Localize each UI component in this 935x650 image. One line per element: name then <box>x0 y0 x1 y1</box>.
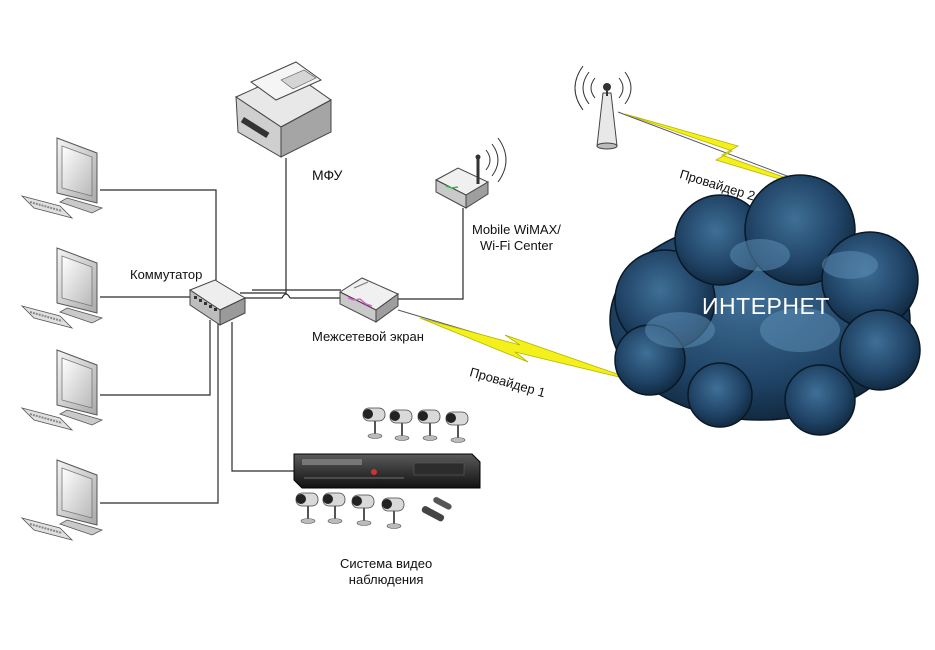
computer-icon <box>20 137 104 219</box>
computer-1 <box>20 137 104 219</box>
camera-icon <box>362 407 386 439</box>
label-switch: Коммутатор <box>130 267 203 282</box>
link-pc4 <box>100 322 219 504</box>
printer-icon <box>234 61 332 158</box>
firewall-device <box>338 277 399 323</box>
camera-icon <box>417 409 441 441</box>
computer-4 <box>20 459 104 541</box>
antenna-tower-icon <box>574 65 632 150</box>
link-dvr <box>231 322 296 472</box>
label-internet: ИНТЕРНЕТ <box>702 293 830 319</box>
label-cctv-line2: наблюдения <box>348 572 424 587</box>
internet-cloud <box>609 174 921 436</box>
lightning-icon <box>419 317 641 383</box>
link-mfu <box>240 158 287 294</box>
cameras-bottom-row <box>295 492 405 529</box>
computers <box>20 137 104 541</box>
cameras-top-row <box>362 407 469 443</box>
label-cctv-line1: Система видео <box>340 556 433 571</box>
dvr-icon <box>293 453 481 489</box>
firewall-icon <box>338 277 399 323</box>
label-cctv: Система видео наблюдения <box>340 556 432 588</box>
label-firewall: Межсетевой экран <box>312 329 424 344</box>
switch-device <box>188 279 247 326</box>
label-wimax-line1: Mobile WiMAX/ <box>472 222 561 237</box>
label-wimax-line2: Wi-Fi Center <box>479 238 553 253</box>
wimax-router <box>434 137 507 209</box>
remote-control <box>421 497 452 522</box>
mfu-printer <box>234 61 332 158</box>
camera-icon <box>322 492 346 524</box>
lightning-provider1 <box>419 317 641 383</box>
camera-icon <box>381 497 405 529</box>
label-mfu: МФУ <box>312 167 343 183</box>
camera-icon <box>351 494 375 526</box>
link-wimax <box>398 208 464 300</box>
label-wimax: Mobile WiMAX/ Wi-Fi Center <box>472 222 561 254</box>
dvr-recorder <box>293 453 481 489</box>
switch-icon <box>188 279 247 326</box>
wifi-router-icon <box>434 137 507 209</box>
computer-2 <box>20 247 104 329</box>
antenna-tower <box>574 65 632 150</box>
link-pc3 <box>100 320 211 396</box>
camera-icon <box>389 409 413 441</box>
camera-icon <box>295 492 319 524</box>
computer-3 <box>20 349 104 431</box>
camera-icon <box>445 411 469 443</box>
computer-icon <box>20 247 104 329</box>
computer-icon <box>20 349 104 431</box>
computer-icon <box>20 459 104 541</box>
link-pc1 <box>100 189 217 292</box>
